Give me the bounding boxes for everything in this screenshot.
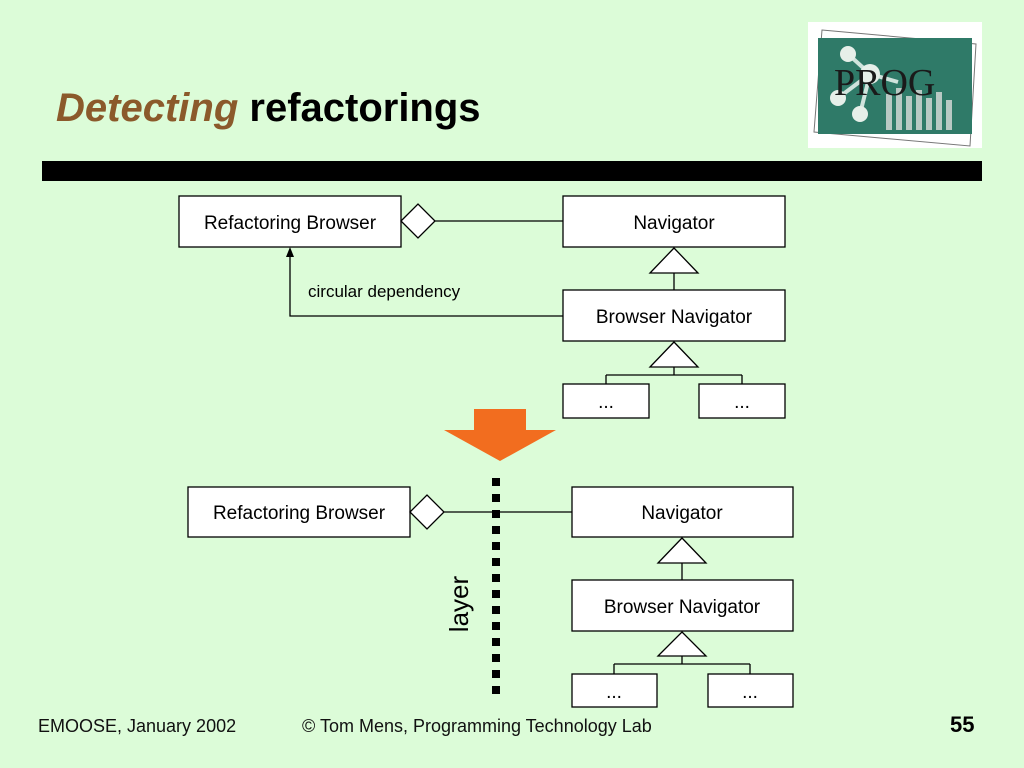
top-diagram: Refactoring Browser Navigator Browser Na… — [178, 195, 786, 419]
bottom-browser-navigator-box — [571, 579, 794, 632]
top-aggregation-diamond — [400, 203, 436, 239]
logo-text: PROG — [834, 62, 935, 104]
circular-dependency-line — [289, 256, 563, 317]
layer-label: layer — [444, 575, 474, 632]
bottom-subclass-label-a: ... — [606, 682, 622, 703]
bottom-browser-navigator-label: Browser Navigator — [604, 597, 761, 618]
title-emphasis: Detecting — [56, 86, 239, 130]
bottom-inheritance-triangle-1 — [656, 537, 708, 564]
bottom-inheritance-triangle-2 — [656, 631, 708, 657]
top-refactoring-browser-box — [178, 195, 402, 248]
title-divider-bar — [42, 161, 982, 181]
bottom-subclass-box-b — [707, 673, 794, 708]
top-browser-navigator-label: Browser Navigator — [596, 307, 753, 328]
top-subclass-box-b — [698, 383, 786, 419]
top-navigator-label: Navigator — [633, 213, 715, 234]
top-inheritance-triangle-1 — [648, 247, 700, 274]
bottom-navigator-label: Navigator — [641, 503, 723, 524]
footer-event: EMOOSE, January 2002 — [38, 716, 237, 736]
page-number: 55 — [950, 712, 975, 737]
title-rest: refactorings — [249, 86, 481, 130]
bottom-subclass-box-a — [571, 673, 658, 708]
footer-copyright: © Tom Mens, Programming Technology Lab — [302, 716, 652, 736]
bottom-refactoring-browser-box — [187, 486, 411, 538]
bottom-diagram: Refactoring Browser Navigator Browser Na… — [187, 478, 794, 708]
top-browser-navigator-box — [562, 289, 786, 342]
top-navigator-box — [562, 195, 786, 248]
transformation-arrow — [444, 409, 556, 461]
circular-dependency-arrowhead — [286, 247, 294, 257]
top-subclass-box-a — [562, 383, 650, 419]
bottom-aggregation-diamond — [409, 494, 445, 530]
bottom-navigator-box — [571, 486, 794, 538]
slide-title: Detecting refactorings — [56, 86, 481, 131]
top-refactoring-browser-label: Refactoring Browser — [204, 213, 377, 234]
circular-dependency-label: circular dependency — [308, 282, 461, 301]
bottom-subclass-label-b: ... — [742, 682, 758, 703]
prog-logo: PROG — [808, 22, 982, 148]
bottom-refactoring-browser-label: Refactoring Browser — [213, 503, 386, 524]
top-inheritance-triangle-2 — [648, 341, 700, 368]
top-subclass-label-b: ... — [734, 392, 750, 413]
top-subclass-label-a: ... — [598, 392, 614, 413]
